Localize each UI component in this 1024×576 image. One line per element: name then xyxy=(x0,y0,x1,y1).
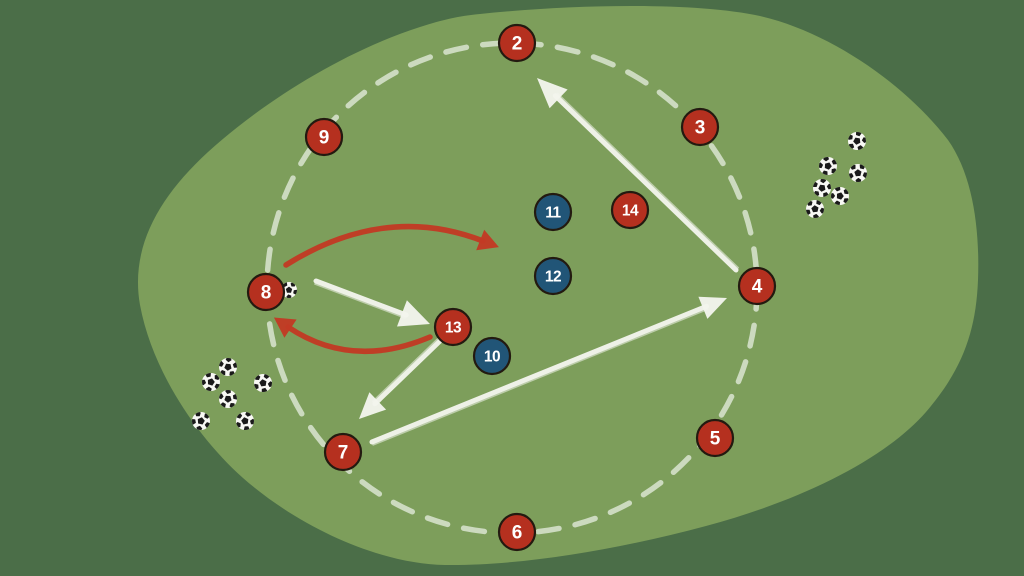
ball-pattern xyxy=(202,373,220,391)
player-circle xyxy=(433,307,473,347)
pass-arrow-chalk-line xyxy=(372,308,709,446)
balls-layer xyxy=(192,132,867,430)
pass-arrow-head xyxy=(359,392,387,419)
player-circle xyxy=(533,256,573,296)
player-circle xyxy=(304,117,344,157)
player-circle xyxy=(323,432,363,472)
player-circle xyxy=(497,23,537,63)
player-marker-2: 2 xyxy=(497,23,537,63)
soccer-ball xyxy=(192,412,210,430)
soccer-ball xyxy=(849,164,867,182)
run-arrow-head xyxy=(476,229,499,251)
player-marker-8: 8 xyxy=(246,272,286,312)
pass-arrow-line xyxy=(313,278,409,318)
player-marker-9: 9 xyxy=(304,117,344,157)
player-marker-3: 3 xyxy=(680,107,720,147)
player-circle xyxy=(610,190,650,230)
player-marker-14: 14 xyxy=(610,190,650,230)
run-arrow-path xyxy=(283,223,486,268)
player-marker-10: 10 xyxy=(472,336,512,376)
pass-arrow-chalk-line xyxy=(556,92,739,269)
players-layer: 2 3 4 5 6 7 8 9 10 11 12 13 14 xyxy=(246,23,777,552)
passes-layer xyxy=(313,78,739,446)
pass-arrow-line xyxy=(372,338,443,407)
ball-pattern xyxy=(192,412,210,430)
pass-arrow-line xyxy=(369,303,710,445)
player-marker-4: 4 xyxy=(737,266,777,306)
pass-13-to-space xyxy=(359,337,443,419)
pass-arrow-head xyxy=(537,78,568,109)
player-circle xyxy=(695,418,735,458)
pass-7-to-4 xyxy=(369,296,727,446)
player-marker-7: 7 xyxy=(323,432,363,472)
runs-layer xyxy=(273,223,499,355)
run-arrow-path xyxy=(285,324,433,355)
player-marker-6: 6 xyxy=(497,512,537,552)
player-circle xyxy=(533,192,573,232)
pass-arrow-head xyxy=(698,296,727,319)
player-marker-11: 11 xyxy=(533,192,573,232)
player-marker-12: 12 xyxy=(533,256,573,296)
player-circle xyxy=(497,512,537,552)
player-marker-13: 13 xyxy=(433,307,473,347)
run-arrow-head xyxy=(273,317,297,338)
soccer-ball xyxy=(254,374,272,392)
soccer-ball xyxy=(806,200,824,218)
pass-8-to-13 xyxy=(313,278,430,327)
soccer-ball xyxy=(236,412,254,430)
pass-arrow-chalk-line xyxy=(371,337,439,403)
run-8-to-center xyxy=(283,223,499,268)
player-circle xyxy=(472,336,512,376)
run-13-to-8 xyxy=(273,317,433,355)
soccer-ball xyxy=(831,187,849,205)
player-circle xyxy=(246,272,286,312)
pass-4-to-2 xyxy=(537,78,739,273)
player-circle xyxy=(680,107,720,147)
player-circle xyxy=(737,266,777,306)
pass-arrow-chalk-line xyxy=(314,283,406,319)
pass-arrow-line xyxy=(552,93,739,273)
pass-arrow-head xyxy=(397,300,430,327)
player-marker-5: 5 xyxy=(695,418,735,458)
soccer-ball xyxy=(202,373,220,391)
